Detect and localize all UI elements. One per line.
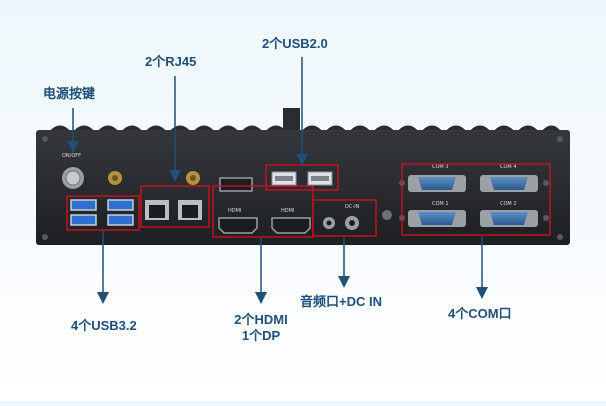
com3-label: COM 3 [432, 164, 449, 170]
audio-dc-ports: DC-IN [323, 204, 360, 230]
rj45-ports [145, 200, 202, 220]
com-ports: COM 3 COM 4 COM 1 COM 2 [408, 164, 538, 227]
power-button: ON/OFF [62, 153, 84, 189]
audio-dc-highlight [312, 199, 377, 237]
usb32-highlight [66, 195, 140, 231]
callout-audio-dc: 音频口+DC IN [300, 294, 382, 309]
rj45-highlight [140, 185, 210, 228]
com4-label: COM 4 [500, 164, 517, 170]
display-ports: HDMI HDMI [218, 177, 311, 234]
com-highlight [401, 163, 551, 236]
usb32-ports [70, 199, 134, 226]
callout-hdmi-line: 2个HDMI [234, 312, 288, 327]
com1-label: COM 1 [432, 201, 449, 207]
hdmi-label-2: HDMI [281, 208, 294, 214]
callout-usb32: 4个USB3.2 [71, 318, 137, 333]
hdmi-label-1: HDMI [228, 208, 241, 214]
dcin-label: DC-IN [345, 204, 360, 210]
power-label: ON/OFF [62, 153, 81, 159]
callout-hdmi-dp: 2个HDMI 1个DP [218, 312, 304, 344]
callout-dp-line: 1个DP [241, 328, 281, 343]
callout-usb20: 2个USB2.0 [262, 36, 328, 51]
com2-label: COM 2 [500, 201, 517, 207]
antenna-connectors [108, 171, 200, 185]
callout-com: 4个COM口 [448, 306, 512, 321]
callout-arrows [67, 57, 488, 304]
callout-rj45: 2个RJ45 [145, 54, 197, 69]
callout-power: 电源按键 [43, 86, 96, 101]
usb20-ports [271, 171, 333, 186]
